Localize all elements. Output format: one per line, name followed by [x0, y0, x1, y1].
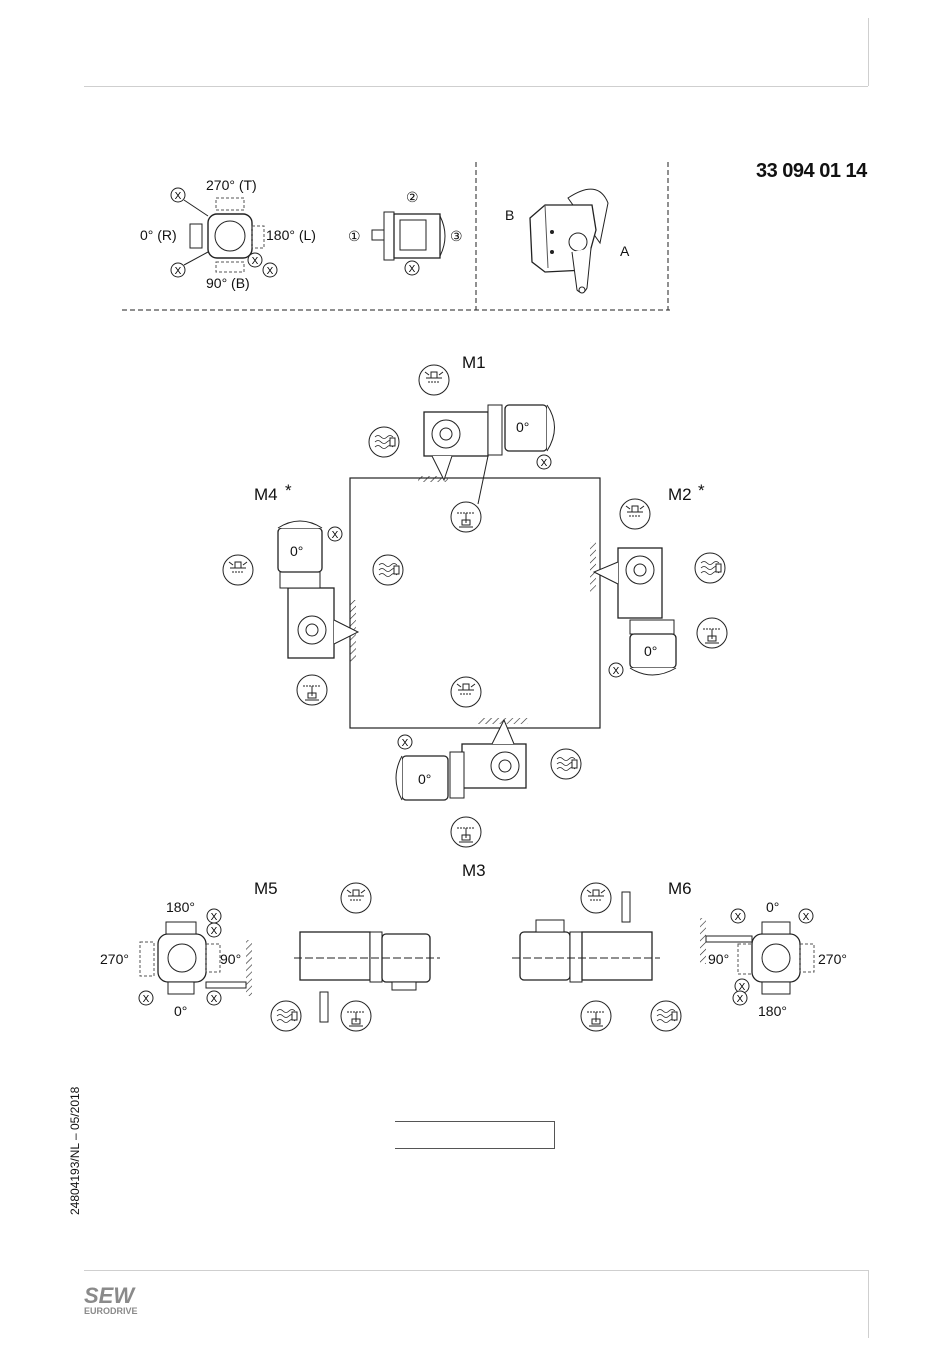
m6-angle-left: 90° — [708, 951, 729, 967]
m4-label: M4 — [254, 485, 278, 504]
m2-drawing: M2 * 0° — [590, 481, 727, 677]
gearbox-perspective: B A — [505, 189, 630, 293]
m5-angle-right: 90° — [220, 951, 241, 967]
view-b-label: B — [505, 207, 514, 223]
angle-left-label: 0° (R) — [140, 227, 177, 243]
m5-angle-bottom: 0° — [174, 1003, 187, 1019]
angle-right-label: 180° (L) — [266, 227, 316, 243]
position-3-label: ③ — [450, 228, 463, 244]
m2-asterisk: * — [698, 481, 705, 500]
m1-label: M1 — [462, 353, 486, 372]
m6-angle-bottom: 180° — [758, 1003, 787, 1019]
m5-angle-left: 270° — [100, 951, 129, 967]
m6-drawing: M6 0° 90° 270° 180° — [512, 879, 847, 1031]
m6-label: M6 — [668, 879, 692, 898]
view-a-label: A — [620, 243, 630, 259]
m4-drawing: M4 * 0° — [223, 481, 403, 705]
m6-angle-top: 0° — [766, 899, 779, 915]
position-1-label: ① — [348, 228, 361, 244]
m3-drawing: M3 0° — [396, 677, 581, 880]
m2-motor-angle: 0° — [644, 643, 657, 659]
m4-asterisk: * — [285, 481, 292, 500]
m1-motor-angle: 0° — [516, 419, 529, 435]
terminal-box-angle-diagram: 270° (T) 0° (R) 180° (L) 90° (B) — [140, 177, 316, 291]
cable-entry-diagram: ② ① ③ — [348, 189, 463, 275]
angle-top-label: 270° (T) — [206, 177, 257, 193]
logo-wordmark: SEW — [84, 1283, 136, 1308]
m1-drawing: M1 0° — [369, 353, 555, 532]
m2-label: M2 — [668, 485, 692, 504]
angle-bottom-label: 90° (B) — [206, 275, 250, 291]
m5-label: M5 — [254, 879, 278, 898]
position-2-label: ② — [406, 189, 419, 205]
sew-eurodrive-logo: SEW EURODRIVE — [84, 1283, 156, 1317]
logo-subtitle: EURODRIVE — [84, 1306, 138, 1316]
m5-drawing: 180° 270° 90° 0° M5 — [100, 879, 440, 1031]
m4-motor-angle: 0° — [290, 543, 303, 559]
m5-angle-top: 180° — [166, 899, 195, 915]
m6-angle-right: 270° — [818, 951, 847, 967]
m3-motor-angle: 0° — [418, 771, 431, 787]
m3-label: M3 — [462, 861, 486, 880]
top-panel: 270° (T) 0° (R) 180° (L) 90° (B) ② ① ③ — [122, 162, 670, 310]
